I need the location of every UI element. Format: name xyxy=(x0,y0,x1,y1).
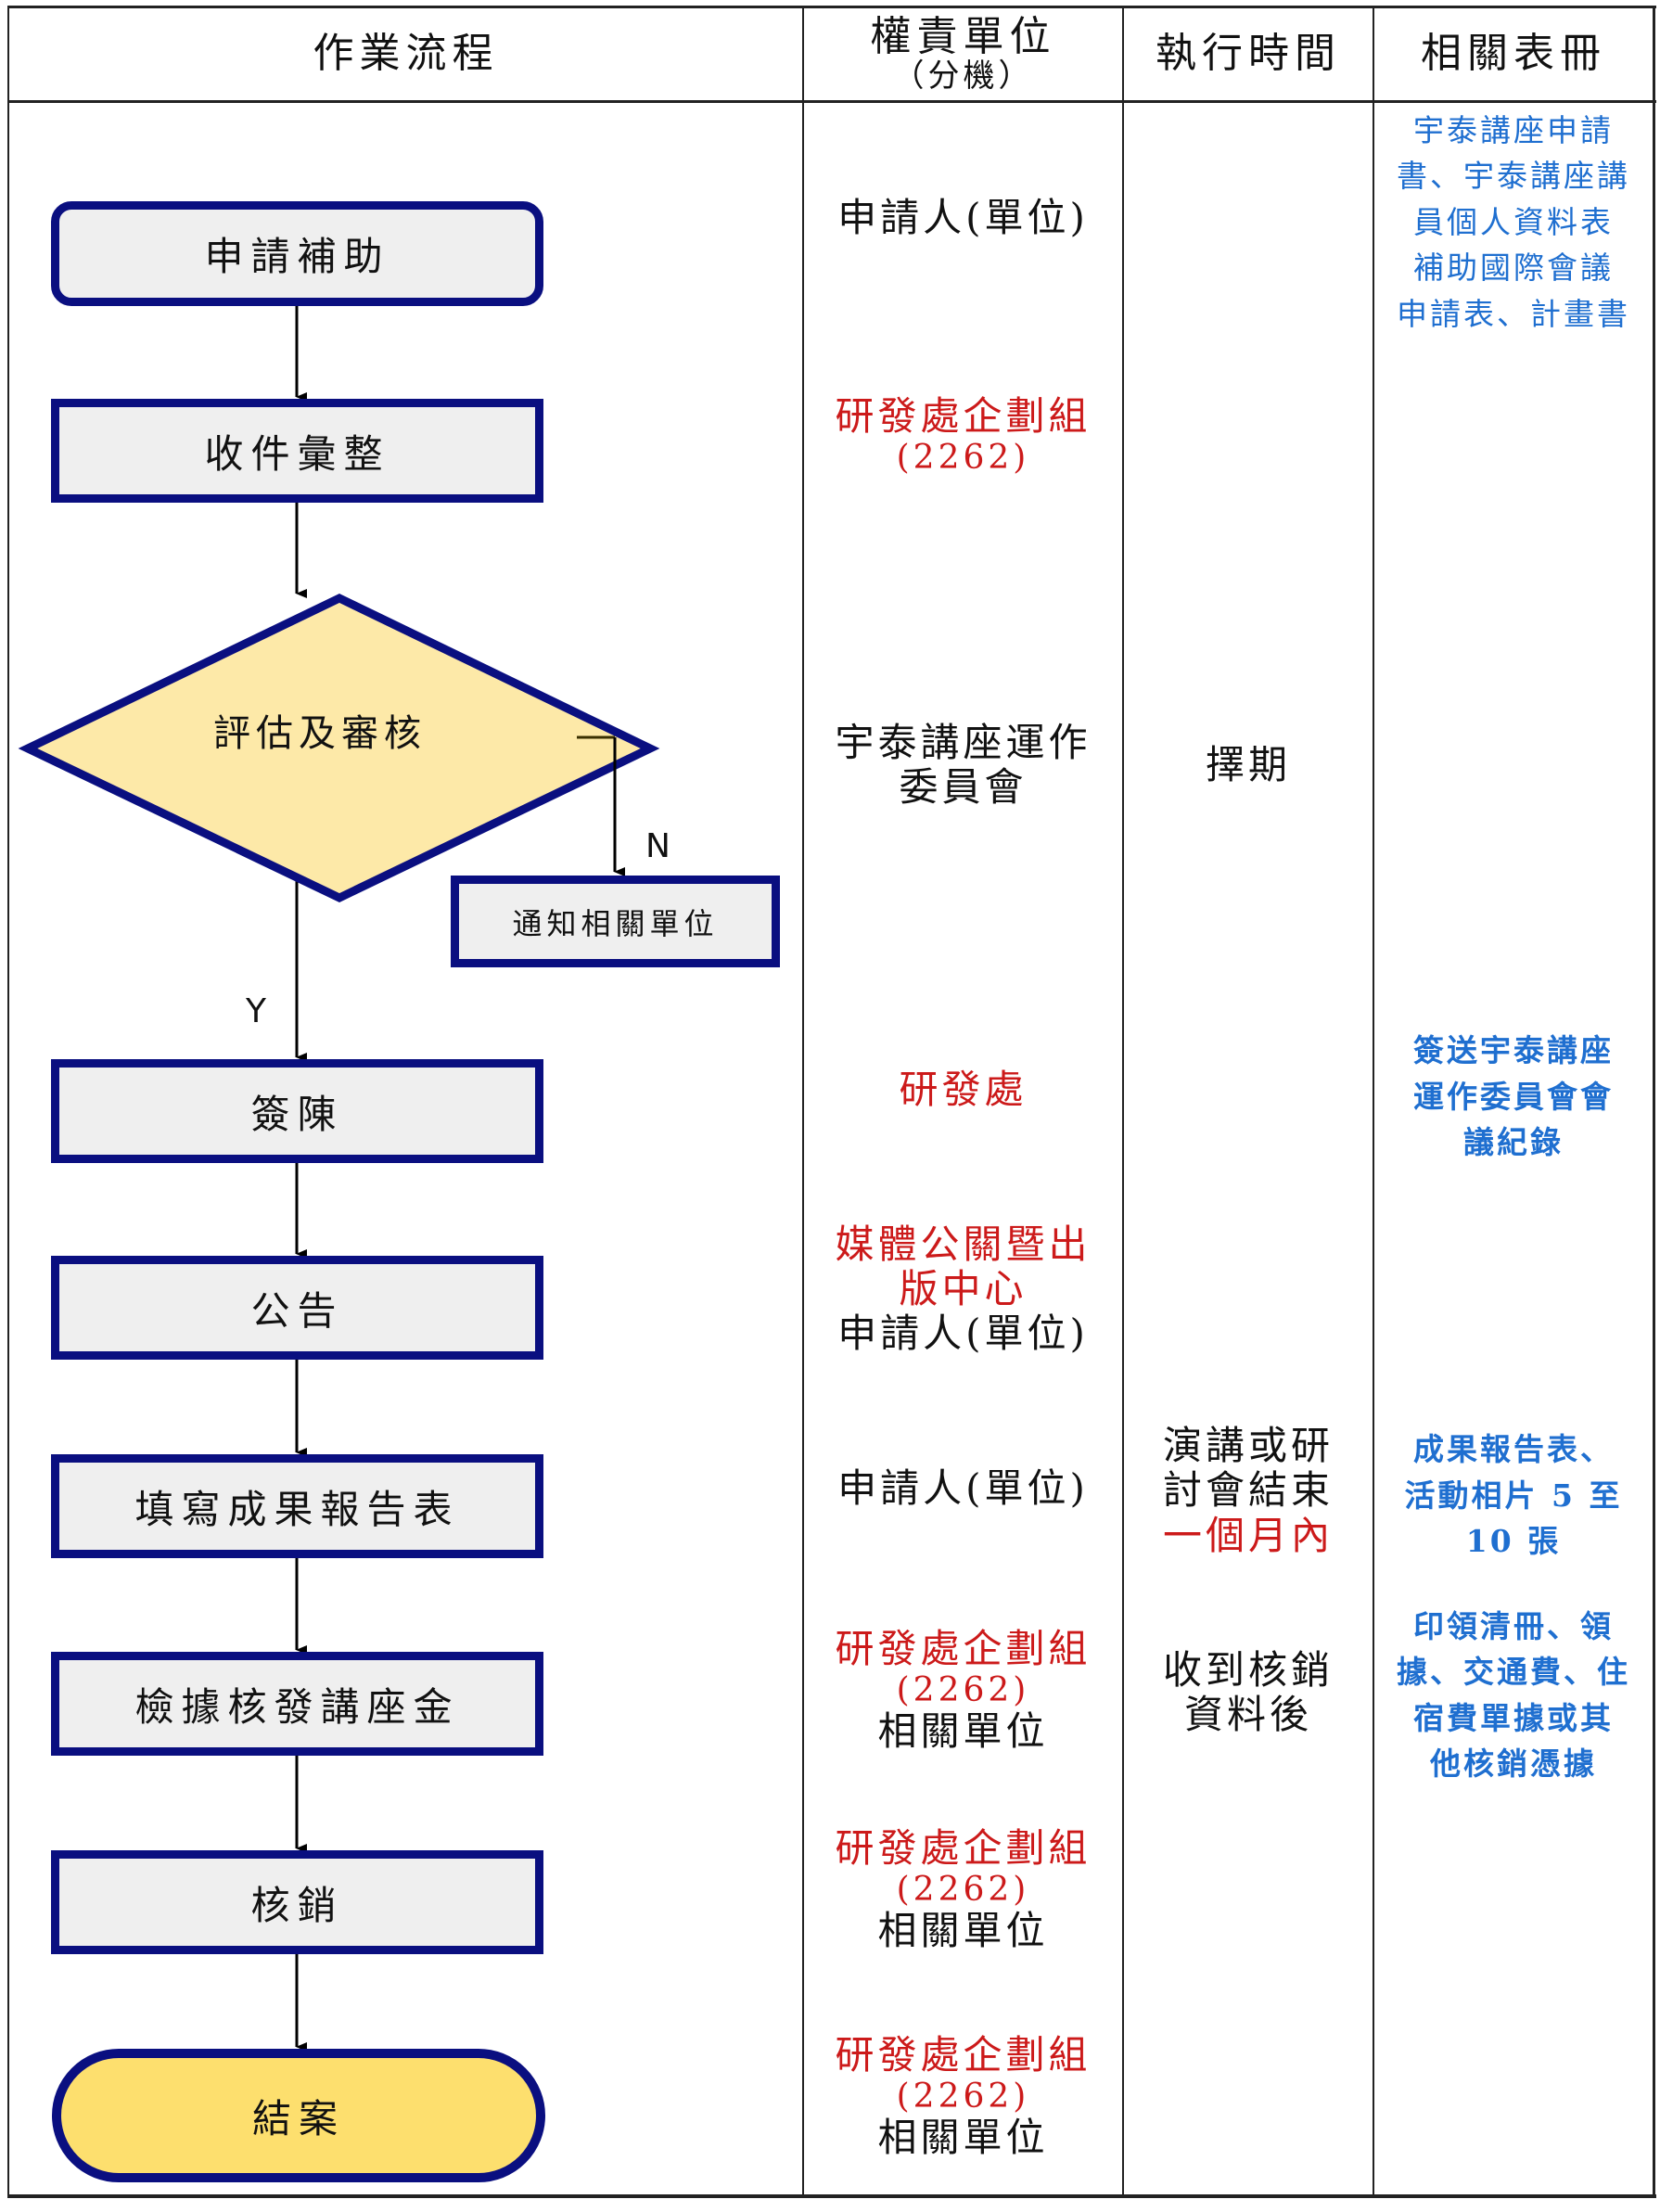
forms-3: 成果報告表、 活動相片 5 至 10 張 xyxy=(1374,1424,1653,1567)
forms-4-line: 印領清冊、領 xyxy=(1413,1607,1614,1644)
header-responsible-sub: （分機） xyxy=(892,58,1034,95)
forms-1-line: 宇泰講座申請 xyxy=(1413,111,1614,148)
header-process: 作業流程 xyxy=(9,8,802,100)
time-3: 收到核銷 資料後 xyxy=(1124,1642,1373,1744)
step-reimburse[interactable]: 核銷 xyxy=(51,1850,543,1954)
step-collect-label: 收件彙整 xyxy=(204,430,390,477)
header-time: 執行時間 xyxy=(1124,8,1373,100)
step-collect[interactable]: 收件彙整 xyxy=(51,399,543,503)
column-divider-3 xyxy=(1373,6,1374,2198)
step-pay-label: 檢據核發講座金 xyxy=(134,1683,460,1730)
forms-3-line: 10 張 xyxy=(1465,1523,1562,1560)
resp-9: 研發處企劃組 (2262) 相關單位 xyxy=(804,2025,1122,2168)
table-right-border xyxy=(1653,6,1655,2198)
forms-3-line: 活動相片 5 至 xyxy=(1404,1477,1623,1514)
forms-4-line: 他核銷憑據 xyxy=(1430,1745,1597,1782)
step-apply[interactable]: 申請補助 xyxy=(51,201,543,306)
step-announce[interactable]: 公告 xyxy=(51,1256,543,1360)
resp-5-line3: 申請人(單位) xyxy=(837,1311,1089,1357)
time-2: 演講或研 討會結束 一個月內 xyxy=(1124,1419,1373,1563)
step-announce-label: 公告 xyxy=(250,1287,344,1334)
step-submit[interactable]: 簽陳 xyxy=(51,1059,543,1163)
resp-5-line1: 媒體公關暨出 xyxy=(835,1221,1092,1267)
header-process-label: 作業流程 xyxy=(313,30,499,78)
resp-4: 研發處 xyxy=(804,1062,1122,1118)
forms-1-line: 補助國際會議 xyxy=(1413,249,1614,287)
yes-label: Y xyxy=(246,992,266,1030)
time-3-line1: 收到核銷 xyxy=(1162,1646,1334,1693)
resp-6: 申請人(單位) xyxy=(804,1456,1122,1521)
column-divider-2 xyxy=(1122,6,1124,2198)
step-end[interactable]: 結案 xyxy=(52,2049,545,2182)
forms-1: 宇泰講座申請 書、宇泰講座講 員個人資料表 補助國際會議 申請表、計畫書 xyxy=(1374,104,1653,340)
resp-7-line3: 相關單位 xyxy=(877,1708,1049,1755)
column-divider-1 xyxy=(802,6,804,2198)
time-2-line2: 討會結束 xyxy=(1162,1467,1334,1514)
resp-2-line2: (2262) xyxy=(896,439,1030,478)
forms-4-line: 宿費單據或其 xyxy=(1413,1699,1614,1736)
header-responsible-label: 權責單位 xyxy=(870,12,1056,60)
step-report-label: 填寫成果報告表 xyxy=(134,1486,460,1532)
resp-7: 研發處企劃組 (2262) 相關單位 xyxy=(804,1618,1122,1762)
time-2-line3: 一個月內 xyxy=(1162,1512,1334,1558)
resp-4-text: 研發處 xyxy=(899,1066,1028,1112)
step-end-label: 結案 xyxy=(251,2095,345,2142)
decision-label: 評估及審核 xyxy=(213,712,427,755)
time-1-text: 擇期 xyxy=(1205,741,1291,787)
table-left-border xyxy=(7,6,9,2198)
no-label: N xyxy=(645,827,670,865)
resp-8: 研發處企劃組 (2262) 相關單位 xyxy=(804,1818,1122,1962)
step-notify[interactable]: 通知相關單位 xyxy=(451,876,780,967)
forms-3-line: 成果報告表、 xyxy=(1413,1431,1614,1468)
time-2-line1: 演講或研 xyxy=(1162,1423,1334,1469)
step-submit-label: 簽陳 xyxy=(250,1091,344,1137)
forms-4-line: 據、交通費、住 xyxy=(1397,1654,1630,1690)
header-bottom-border xyxy=(7,100,1656,103)
table-top-border xyxy=(7,6,1656,8)
step-pay[interactable]: 檢據核發講座金 xyxy=(51,1652,543,1756)
resp-2-line1: 研發處企劃組 xyxy=(835,393,1092,440)
forms-4: 印領清冊、領 據、交通費、住 宿費單據或其 他核銷憑據 xyxy=(1374,1600,1653,1790)
header-forms: 相關表冊 xyxy=(1374,8,1653,100)
resp-8-line2: (2262) xyxy=(896,1870,1030,1909)
time-3-line2: 資料後 xyxy=(1183,1692,1312,1737)
resp-1: 申請人(單位) xyxy=(804,185,1122,250)
forms-1-line: 申請表、計畫書 xyxy=(1397,295,1630,332)
header-responsible: 權責單位 （分機） xyxy=(804,8,1122,100)
forms-2-line: 運作委員會會 xyxy=(1413,1078,1614,1115)
resp-3-line1: 宇泰講座運作 xyxy=(835,719,1092,765)
resp-5-line2: 版中心 xyxy=(899,1265,1028,1311)
resp-8-line3: 相關單位 xyxy=(877,1908,1049,1954)
resp-7-line1: 研發處企劃組 xyxy=(835,1625,1092,1671)
time-1: 擇期 xyxy=(1124,733,1373,798)
resp-2: 研發處企劃組 (2262) xyxy=(804,385,1122,487)
resp-7-line2: (2262) xyxy=(896,1670,1030,1709)
resp-1-text: 申請人(單位) xyxy=(837,194,1089,240)
resp-6-text: 申請人(單位) xyxy=(837,1464,1089,1511)
decision-diamond-shape xyxy=(18,594,660,902)
table-bottom-border xyxy=(7,2194,1656,2198)
resp-3: 宇泰講座運作 委員會 xyxy=(804,714,1122,816)
resp-5: 媒體公關暨出 版中心 申請人(單位) xyxy=(804,1220,1122,1359)
forms-2-line: 簽送宇泰講座 xyxy=(1413,1032,1614,1069)
header-forms-label: 相關表冊 xyxy=(1421,30,1606,78)
step-report[interactable]: 填寫成果報告表 xyxy=(51,1454,543,1558)
resp-9-line3: 相關單位 xyxy=(877,2115,1049,2161)
forms-1-line: 書、宇泰講座講 xyxy=(1397,158,1630,195)
forms-2: 簽送宇泰講座 運作委員會會 議紀錄 xyxy=(1374,1025,1653,1169)
forms-2-line: 議紀錄 xyxy=(1463,1124,1564,1161)
step-notify-label: 通知相關單位 xyxy=(512,905,719,941)
header-time-label: 執行時間 xyxy=(1156,30,1341,78)
forms-1-line: 員個人資料表 xyxy=(1413,203,1614,240)
resp-9-line2: (2262) xyxy=(896,2077,1030,2116)
resp-8-line1: 研發處企劃組 xyxy=(835,1824,1092,1871)
resp-9-line1: 研發處企劃組 xyxy=(835,2031,1092,2078)
step-reimburse-label: 核銷 xyxy=(250,1882,344,1928)
resp-3-line2: 委員會 xyxy=(899,764,1028,810)
step-apply-label: 申請補助 xyxy=(204,234,390,279)
